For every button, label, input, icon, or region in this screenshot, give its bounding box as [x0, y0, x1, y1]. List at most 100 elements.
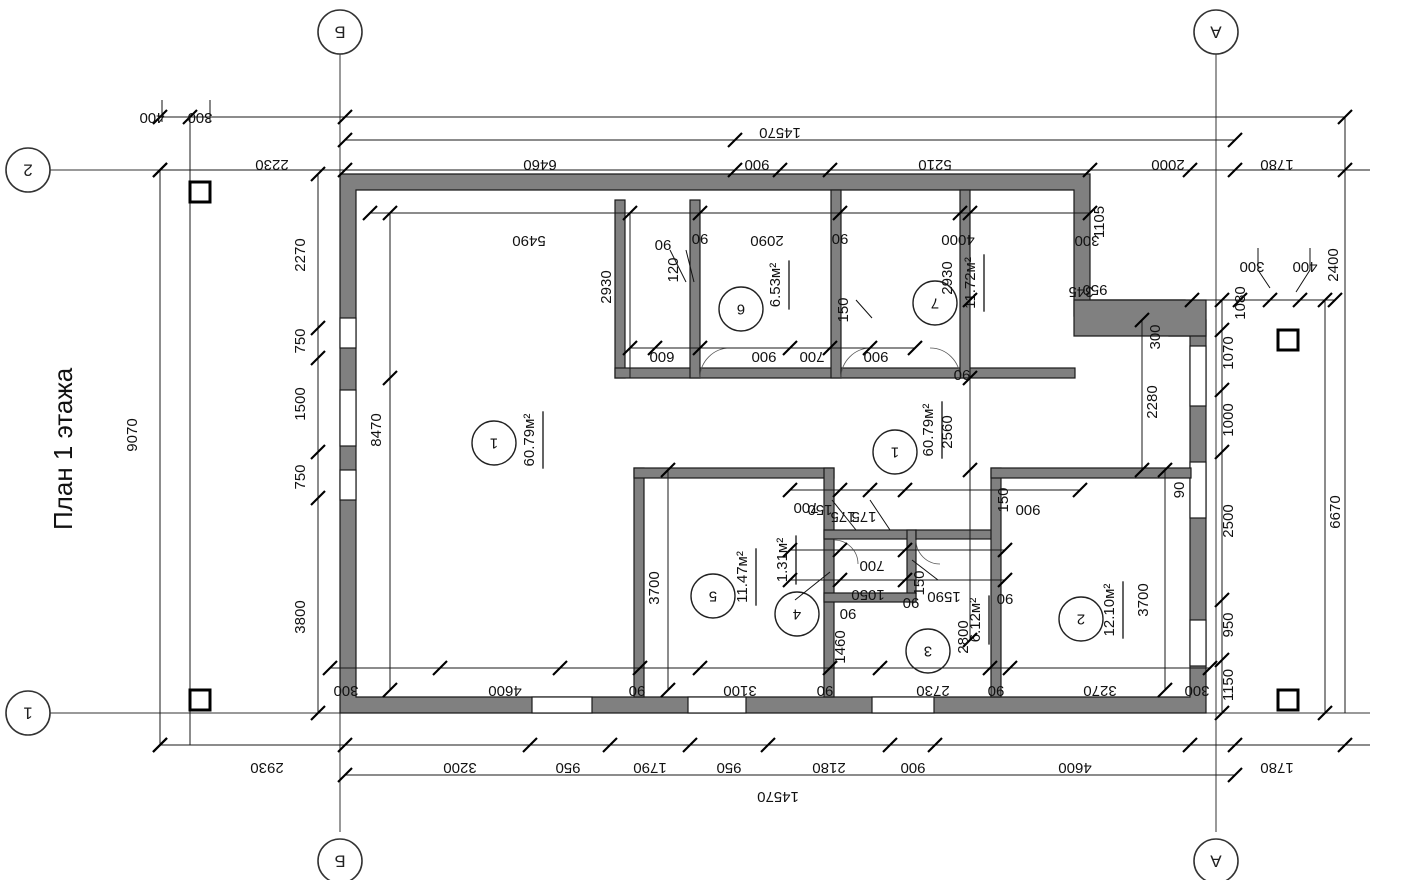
dimension-interior: 90 — [903, 594, 920, 611]
dimension-interior: 4600 — [488, 682, 521, 699]
dimension-interior: 120 — [665, 257, 682, 282]
dimension-tick — [337, 132, 353, 148]
axis-label: 2 — [23, 161, 32, 180]
dimension-interior: 600 — [649, 348, 674, 365]
dimension-tick — [962, 292, 978, 308]
dimension-interior: 2800 — [955, 620, 972, 653]
room-number-bubble — [905, 628, 951, 674]
dimension-tick — [997, 572, 1013, 588]
dimension-tick — [682, 737, 698, 753]
dimension-tick — [1214, 322, 1230, 338]
dimension-tick — [1184, 292, 1200, 308]
dimension-interior: 90 — [954, 366, 971, 383]
dimension-interior: 90 — [817, 682, 834, 699]
dimension-tick — [822, 660, 838, 676]
dimension-tick — [822, 162, 838, 178]
dimension-tick — [1214, 652, 1230, 668]
room-number: 1 — [891, 444, 899, 461]
dimension-tick — [310, 444, 326, 460]
dimension-tick — [997, 542, 1013, 558]
dimension-interior: 150 — [911, 570, 928, 595]
axis-bubble: А — [1193, 838, 1239, 880]
dimension-top: 2230 — [255, 156, 288, 173]
dimension-interior: 400 — [1292, 258, 1317, 275]
room-area: 12.10м² — [1101, 584, 1118, 637]
dimension-overall-left: 9070 — [124, 418, 141, 451]
room-area: 6.12м² — [967, 598, 984, 643]
dimension-tick — [832, 205, 848, 221]
dimension-tick — [522, 737, 538, 753]
dimension-interior: 2930 — [939, 261, 956, 294]
dimension-interior: 3700 — [646, 571, 663, 604]
dimension-bottom: 1790 — [633, 759, 666, 776]
dimension-tick — [552, 660, 568, 676]
dimension-left: 750 — [292, 328, 309, 353]
dimension-tick — [182, 109, 198, 125]
dimension-tick — [897, 482, 913, 498]
dimension-tick — [647, 340, 663, 356]
dimension-tick — [322, 660, 338, 676]
dimension-tick — [152, 162, 168, 178]
room-area: 1.31м² — [774, 538, 791, 583]
dimension-interior: 5490 — [512, 232, 545, 249]
dimension-left: 750 — [292, 464, 309, 489]
dimension-interior: 90 — [692, 230, 709, 247]
axis-label: Б — [334, 852, 345, 871]
dimension-tick — [1182, 737, 1198, 753]
dimension-interior: 900 — [751, 348, 776, 365]
dimension-interior: 1460 — [832, 630, 849, 663]
room-number: 3 — [924, 643, 932, 660]
room-label: 3 6.12м² — [905, 595, 990, 674]
dimension-bottom: 3200 — [443, 759, 476, 776]
dimension-tick — [1082, 205, 1098, 221]
dimension-tick — [862, 482, 878, 498]
dimension-right: 1080 — [1232, 286, 1249, 319]
dimension-interior: 300 — [1074, 232, 1099, 249]
dimension-tick — [152, 737, 168, 753]
windows — [339, 317, 1207, 714]
dimension-interior: 900 — [1015, 501, 1040, 518]
dimension-tick — [1082, 162, 1098, 178]
dimension-tick — [772, 162, 788, 178]
dimension-interior: 950 — [1082, 281, 1107, 298]
dimension-interior: 300 — [1147, 324, 1164, 349]
dimension-interior: 3270 — [1083, 682, 1116, 699]
dimension-tick — [832, 482, 848, 498]
axis-label: А — [1210, 852, 1222, 871]
dimension-interior: 300 — [187, 109, 212, 126]
dimension-interior: 400 — [139, 109, 164, 126]
axis-label: 1 — [23, 704, 32, 723]
dimension-tick — [1214, 382, 1230, 398]
room-number: 7 — [931, 295, 939, 312]
dimension-interior: 300 — [1184, 682, 1209, 699]
dimension-tick — [782, 482, 798, 498]
room-area: 60.79м² — [920, 404, 937, 457]
dimension-tick — [1134, 312, 1150, 328]
dimension-right: 1150 — [1220, 669, 1237, 701]
dimension-interior: 2400 — [1325, 248, 1342, 281]
room-area: 60.79м² — [521, 414, 538, 467]
dimension-bottom: 950 — [555, 759, 580, 776]
dimension-tick — [962, 370, 978, 386]
leader-lines — [161, 100, 1311, 601]
dimension-tick — [1214, 705, 1230, 721]
dimension-top: 2000 — [1151, 156, 1184, 173]
dimension-tick — [382, 682, 398, 698]
dimension-tick — [692, 340, 708, 356]
dimension-bottom: 950 — [716, 759, 741, 776]
dimension-left: 3800 — [292, 600, 309, 633]
dimension-right: 1000 — [1220, 403, 1237, 436]
dimension-interior: 900 — [863, 348, 888, 365]
dimension-interior: 300 — [333, 682, 358, 699]
dimension-interior: 1050 — [851, 586, 884, 603]
dimension-tick — [952, 205, 968, 221]
dimension-tick — [760, 737, 776, 753]
axis-bubble-circle — [317, 838, 363, 880]
dimension-tick — [310, 320, 326, 336]
page-title: План 1 этажа — [48, 367, 78, 530]
dimension-tick — [1262, 292, 1278, 308]
dimension-tick — [382, 205, 398, 221]
dimension-tick — [927, 737, 943, 753]
